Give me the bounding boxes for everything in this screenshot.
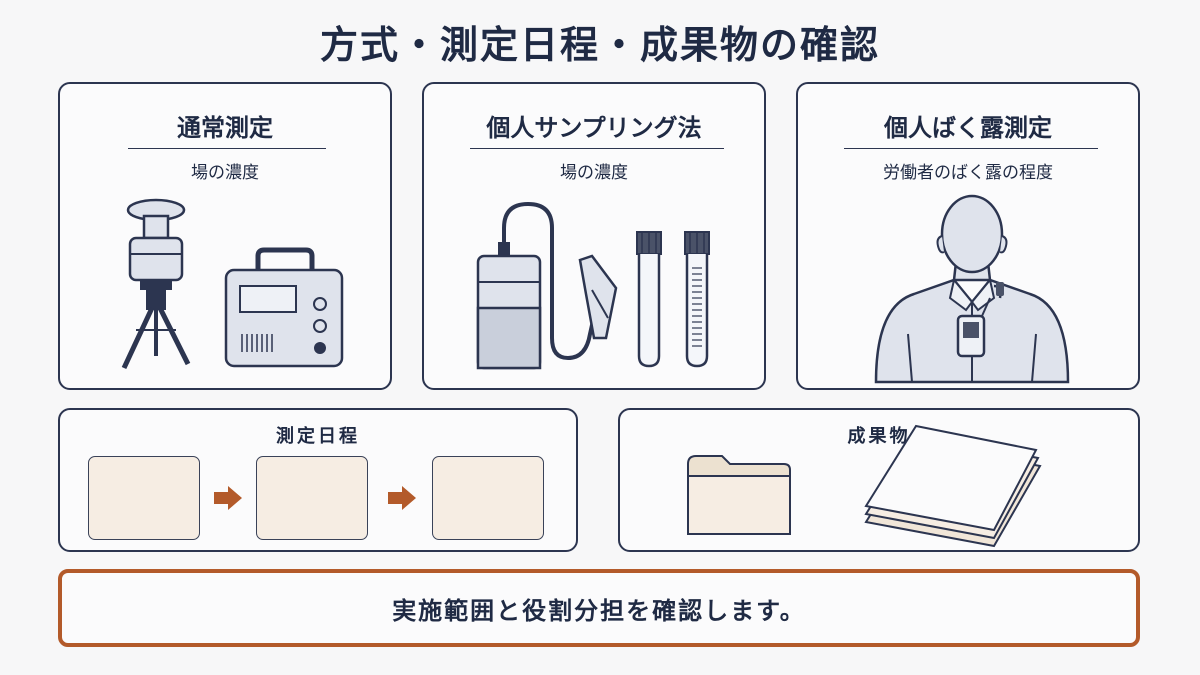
sampling-pump-icon [476, 201, 618, 370]
method-card-standard: 通常測定 場の濃度 [58, 82, 392, 390]
banner-text: 実施範囲と役割分担を確認します。 [392, 596, 806, 625]
method-card-personal-exposure: 個人ばく露測定 労働者のばく露の程度 [796, 82, 1140, 390]
tripod-sampler-icon [121, 198, 191, 370]
page-title: 方式・測定日程・成果物の確認 [319, 23, 880, 67]
card-divider [128, 148, 326, 149]
method-card-title: 個人ばく露測定 [884, 114, 1052, 142]
method-card-subtitle: 場の濃度 [191, 163, 259, 183]
method-card-title: 通常測定 [177, 114, 273, 142]
method-card-title: 個人サンプリング法 [486, 114, 702, 142]
scope-banner: 実施範囲と役割分担を確認します。 [58, 569, 1140, 647]
schedule-step-2 [256, 456, 368, 540]
method-card-personal-sampling: 個人サンプリング法 場の濃度 [422, 82, 766, 390]
schedule-step-1 [88, 456, 200, 540]
worker-with-dosimeter-icon [874, 194, 1070, 384]
schedule-title: 測定日程 [276, 426, 360, 447]
arrow-right-icon [214, 486, 242, 510]
card-divider [470, 148, 724, 149]
monitor-device-icon [224, 247, 344, 368]
documents-stack-icon [864, 424, 1042, 548]
schedule-step-3 [432, 456, 544, 540]
arrow-right-icon [388, 486, 416, 510]
deliverables-panel: 成果物 [618, 408, 1140, 552]
method-card-subtitle: 労働者のばく露の程度 [883, 163, 1053, 183]
folder-icon [687, 455, 791, 535]
card-divider [844, 148, 1098, 149]
deliverables-title: 成果物 [847, 426, 911, 447]
schedule-panel: 測定日程 [58, 408, 578, 552]
method-card-subtitle: 場の濃度 [560, 163, 628, 183]
sample-tube-icon [636, 231, 662, 368]
sample-tube-graduated-icon [684, 231, 710, 368]
